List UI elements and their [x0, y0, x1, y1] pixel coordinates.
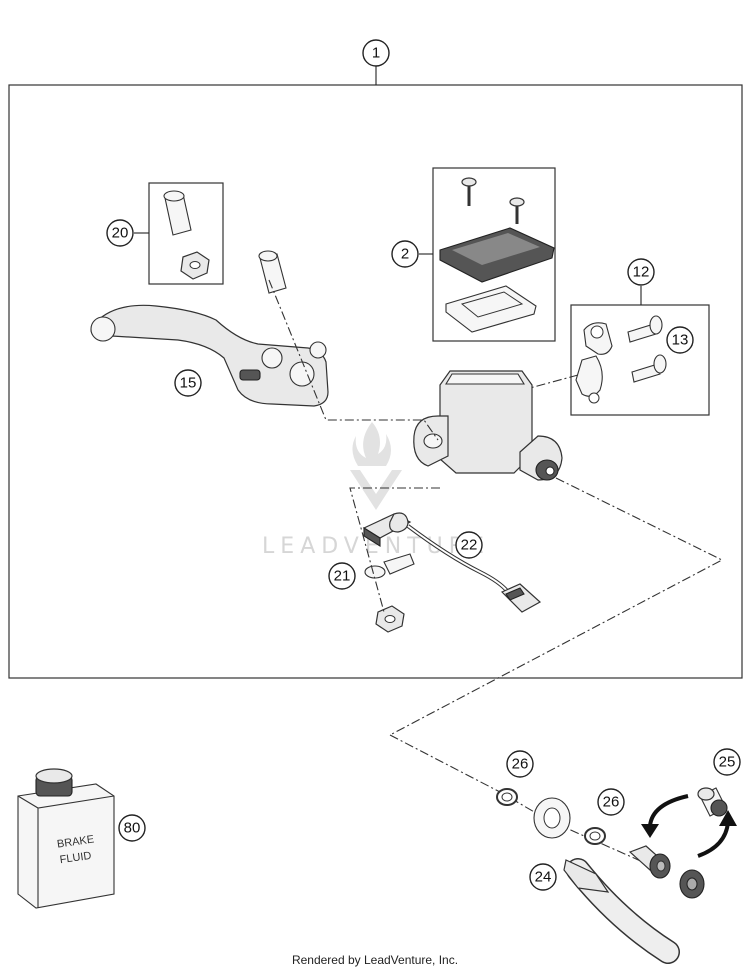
sleeve-icon: [163, 190, 192, 236]
rotation-arrows-icon: [641, 794, 737, 858]
svg-text:80: 80: [124, 820, 141, 837]
callout-22: 22: [455, 531, 483, 559]
lever-sleeve-icon: [258, 250, 287, 294]
can-label-line2: FLUID: [59, 850, 92, 866]
callout-25: 25: [713, 748, 741, 776]
callout-13: 13: [666, 326, 694, 354]
master-cylinder-icon: [413, 370, 563, 481]
svg-text:15: 15: [180, 375, 197, 392]
svg-text:26: 26: [512, 756, 529, 773]
svg-text:22: 22: [461, 537, 478, 554]
assembly-frame: [8, 84, 743, 679]
svg-text:24: 24: [535, 869, 552, 886]
svg-text:26: 26: [603, 794, 620, 811]
callout-15: 15: [174, 369, 202, 397]
callout-12: 12: [627, 258, 655, 286]
rubber-cap-icon: [679, 869, 705, 899]
clamp-bolt-icon: [627, 315, 663, 343]
svg-text:2: 2: [401, 246, 409, 263]
reservoir-cover-icon: [439, 227, 555, 283]
bleeder-screw-icon: [697, 787, 728, 817]
svg-text:13: 13: [672, 332, 689, 349]
svg-text:20: 20: [112, 225, 129, 242]
callout-80: 80: [118, 814, 146, 842]
banjo-bolt-icon: [628, 845, 671, 879]
diaphragm-icon: [445, 285, 537, 333]
callout-24: 24: [529, 863, 557, 891]
switch-nut-icon: [375, 605, 405, 633]
svg-text:12: 12: [633, 264, 650, 281]
part-12-box: [570, 304, 710, 416]
nut-icon: [180, 251, 210, 280]
callout-26b: 26: [597, 788, 625, 816]
callout-20: 20: [106, 219, 134, 247]
callout-1: 1: [362, 39, 390, 67]
banjo-hose-icon: [533, 797, 680, 964]
svg-text:1: 1: [372, 45, 380, 62]
svg-text:25: 25: [719, 754, 736, 771]
brake-switch-icon: [362, 512, 542, 613]
footer-credit: Rendered by LeadVenture, Inc.: [291, 953, 459, 967]
brake-lever-icon: [90, 304, 329, 407]
can-label-line1: BRAKE: [56, 833, 95, 850]
clamp-bolt-icon-2: [631, 354, 667, 383]
brake-fluid-can-icon: BRAKE FLUID: [17, 768, 115, 909]
callout-26a: 26: [506, 750, 534, 778]
clamp-icon: [575, 322, 613, 404]
callout-2: 2: [391, 240, 419, 268]
svg-text:21: 21: [334, 568, 351, 585]
washer-icon: [496, 788, 518, 806]
callout-21: 21: [328, 562, 356, 590]
switch-screw-icon: [364, 553, 415, 579]
washer-icon-2: [584, 827, 606, 845]
screw-icon: [461, 177, 477, 206]
screw-icon-2: [509, 197, 525, 224]
